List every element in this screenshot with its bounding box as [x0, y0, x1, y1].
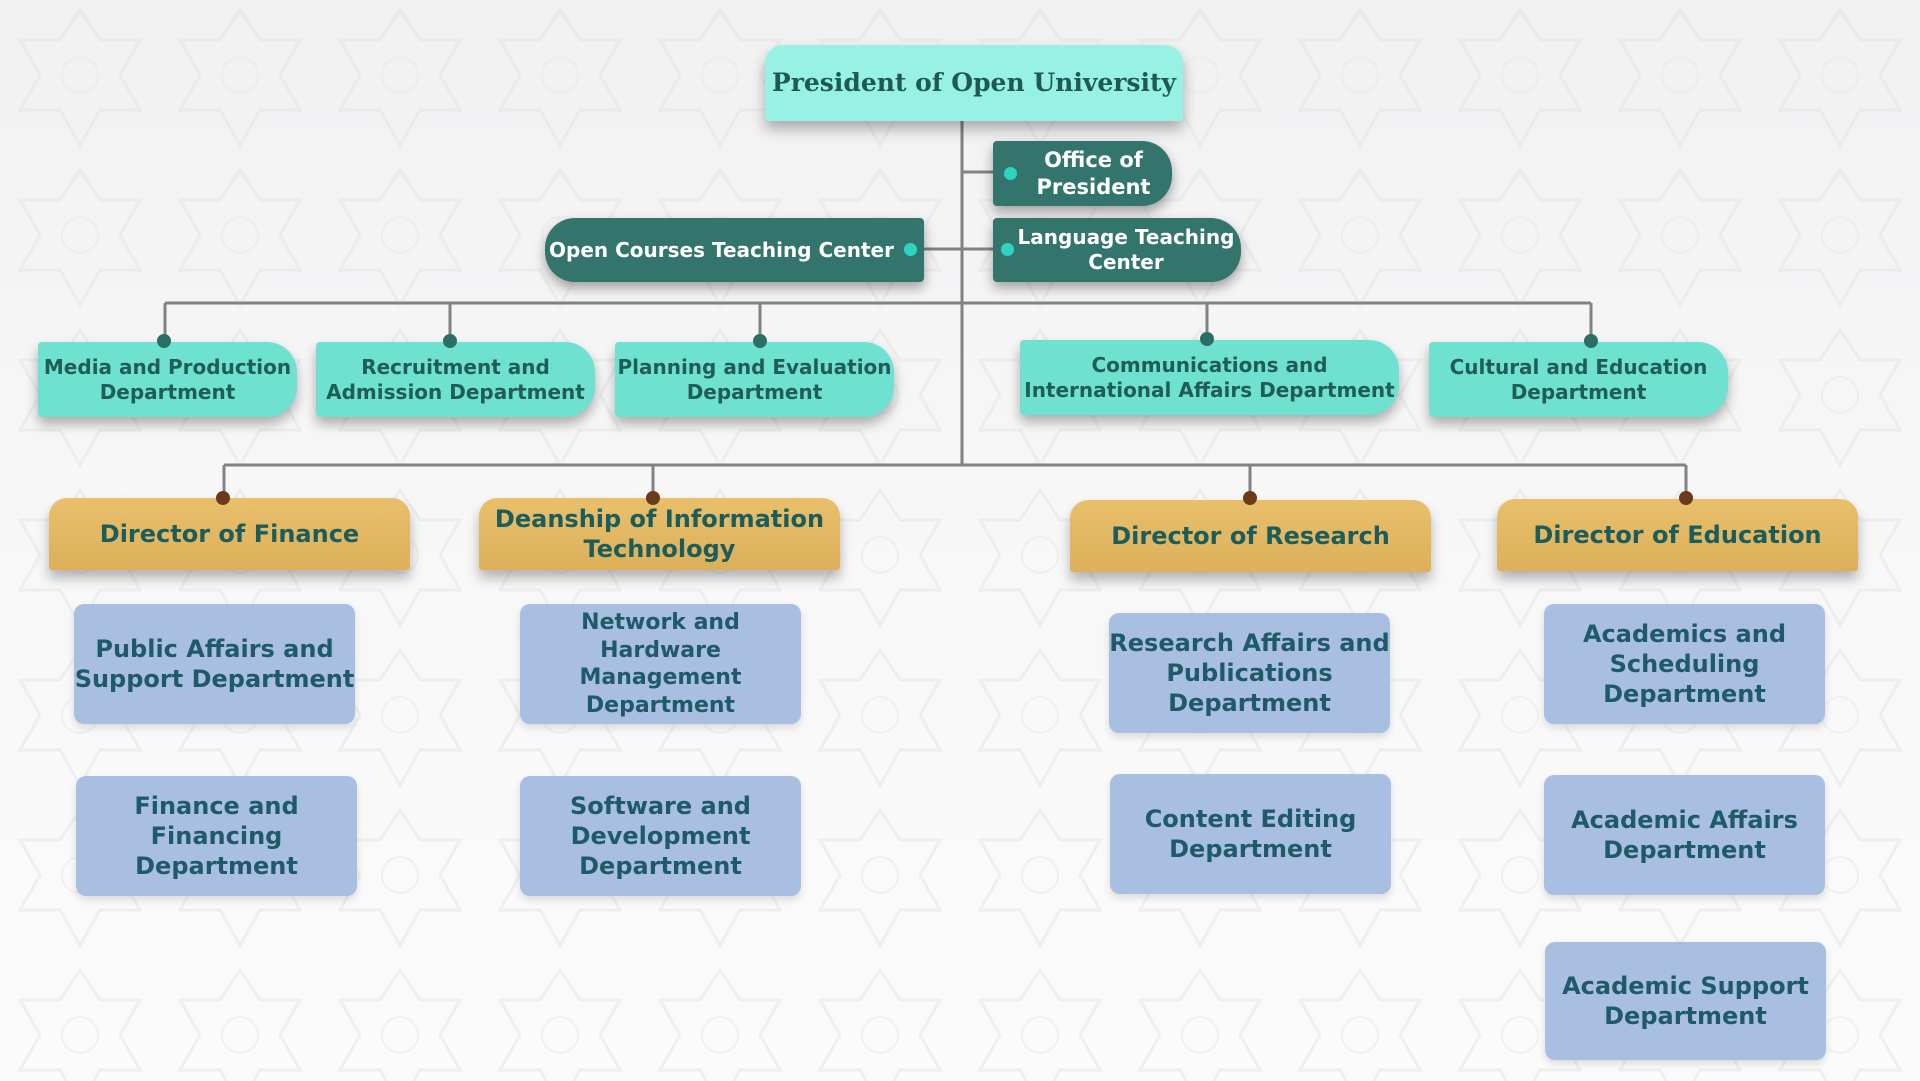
connector-dot — [443, 334, 457, 348]
director-finance-box: Director of Finance — [49, 498, 410, 570]
unit-label: Content Editing Department — [1144, 805, 1357, 863]
unit-label: Software and Development Department — [570, 792, 751, 880]
director-label: Director of Finance — [99, 520, 360, 548]
department-label: Recruitment and Admission Department — [326, 354, 585, 404]
connector-dot — [646, 491, 660, 505]
department-label: Planning and Evaluation Department — [617, 354, 892, 404]
academics-scheduling-department: Academics and Scheduling Department — [1544, 604, 1825, 724]
open-courses-center-label: Open Courses Teaching Center — [549, 237, 894, 262]
connector-dot — [1243, 491, 1257, 505]
department-label: Media and Production Department — [43, 354, 292, 404]
director-education-box: Director of Education — [1497, 499, 1858, 571]
connector-dot — [1004, 167, 1017, 180]
office-of-president-label: Office of President — [1036, 148, 1151, 199]
connector-dot — [1200, 332, 1214, 346]
connector-dot — [157, 334, 171, 348]
unit-label: Finance and Financing Department — [134, 792, 299, 880]
academic-support-department: Academic Support Department — [1545, 942, 1826, 1060]
open-courses-center-box: Open Courses Teaching Center — [545, 218, 924, 282]
public-affairs-support-department: Public Affairs and Support Department — [74, 604, 355, 724]
unit-label: Academic Affairs Department — [1571, 806, 1798, 864]
network-hardware-department: Network and Hardware Management Departme… — [520, 604, 801, 724]
recruitment-admission-department: Recruitment and Admission Department — [316, 342, 595, 417]
connector-dot — [1584, 334, 1598, 348]
content-editing-department: Content Editing Department — [1110, 774, 1391, 894]
president-box: President of Open University — [765, 45, 1183, 121]
deanship-it-box: Deanship of Information Technology — [479, 498, 840, 570]
unit-label: Academic Support Department — [1562, 972, 1809, 1030]
unit-label: Research Affairs and Publications Depart… — [1109, 629, 1390, 717]
language-center-box: Language Teaching Center — [993, 218, 1241, 282]
communications-international-department: Communications and International Affairs… — [1020, 340, 1399, 415]
connector-dot — [904, 243, 917, 256]
finance-financing-department: Finance and Financing Department — [76, 776, 357, 896]
research-publications-department: Research Affairs and Publications Depart… — [1109, 613, 1390, 733]
department-label: Cultural and Education Department — [1449, 354, 1708, 404]
director-label: Deanship of Information Technology — [494, 505, 825, 563]
unit-label: Academics and Scheduling Department — [1582, 620, 1786, 708]
cultural-education-department: Cultural and Education Department — [1429, 342, 1728, 417]
director-research-box: Director of Research — [1070, 500, 1431, 572]
software-development-department: Software and Development Department — [520, 776, 801, 896]
department-label: Communications and International Affairs… — [1024, 352, 1395, 402]
director-label: Director of Education — [1533, 521, 1822, 549]
connector-dot — [1001, 243, 1014, 256]
planning-evaluation-department: Planning and Evaluation Department — [615, 342, 894, 417]
office-of-president-box: Office of President — [993, 141, 1172, 206]
language-center-label: Language Teaching Center — [1017, 225, 1235, 274]
president-label: President of Open University — [771, 68, 1177, 98]
unit-label: Network and Hardware Management Departme… — [579, 610, 742, 718]
connector-dot — [216, 491, 230, 505]
unit-label: Public Affairs and Support Department — [74, 635, 355, 693]
media-production-department: Media and Production Department — [38, 342, 297, 417]
connector-dot — [753, 334, 767, 348]
director-label: Director of Research — [1111, 522, 1390, 550]
connector-dot — [1679, 491, 1693, 505]
academic-affairs-department: Academic Affairs Department — [1544, 775, 1825, 895]
